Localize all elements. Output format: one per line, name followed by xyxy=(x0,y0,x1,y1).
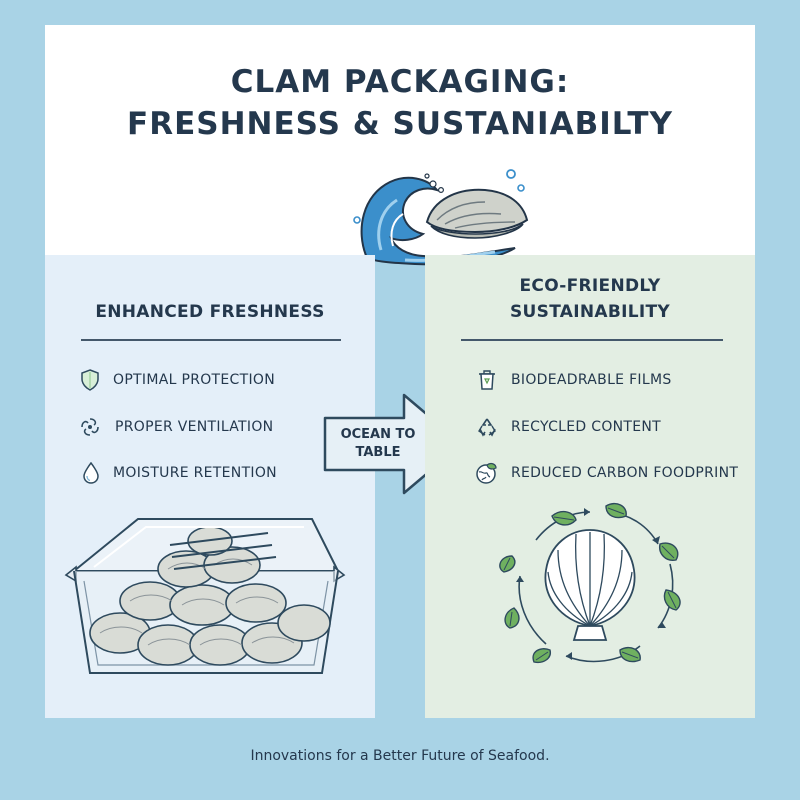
page-title: CLAM PACKAGING: FRESHNESS & SUSTANIABILT… xyxy=(45,61,755,145)
shell-leaf-cycle-illustration xyxy=(499,502,681,664)
freshness-divider xyxy=(81,339,341,341)
feature-label: MOISTURE RETENTION xyxy=(113,465,277,481)
clam-container-illustration xyxy=(64,518,346,674)
sustainability-divider xyxy=(461,339,723,341)
feature-label: OPTIMAL PROTECTION xyxy=(113,372,275,388)
feature-label: BIODEADRABLE FILMS xyxy=(511,372,672,388)
sustainability-title-line-2: SUSTAINABILITY xyxy=(510,302,670,322)
title-line-1: CLAM PACKAGING: xyxy=(230,64,570,100)
feature-moisture-retention: MOISTURE RETENTION xyxy=(83,458,277,488)
freshness-panel-title-text: ENHANCED FRESHNESS xyxy=(95,302,325,322)
title-line-2: FRESHNESS & SUSTANIABILTY xyxy=(127,106,673,142)
shield-icon xyxy=(81,369,99,391)
globe-leaf-icon xyxy=(476,462,497,484)
feature-label: RECYCLED CONTENT xyxy=(511,419,662,435)
arrow-label: OCEAN TO TABLE xyxy=(331,426,425,462)
feature-label: PROPER VENTILATION xyxy=(115,419,274,435)
arrow-label-line-2: TABLE xyxy=(355,445,401,460)
feature-optimal-protection: OPTIMAL PROTECTION xyxy=(81,365,275,395)
feature-label: REDUCED CARBON FOODPRINT xyxy=(511,465,739,481)
freshness-panel-title: ENHANCED FRESHNESS xyxy=(45,299,375,325)
water-drop-icon xyxy=(83,462,99,484)
sustainability-panel-title: ECO-FRIENDLY SUSTAINABILITY xyxy=(425,273,755,325)
feature-reduced-carbon: REDUCED CARBON FOODPRINT xyxy=(475,458,738,488)
header-panel: CLAM PACKAGING: FRESHNESS & SUSTANIABILT… xyxy=(45,25,755,266)
ventilation-swirl-icon xyxy=(81,418,99,436)
arrow-label-line-1: OCEAN TO xyxy=(340,427,416,442)
feature-biodegradable-films: BIODEADRABLE FILMS xyxy=(477,365,672,395)
feature-proper-ventilation: PROPER VENTILATION xyxy=(79,412,273,442)
footer-tagline: Innovations for a Better Future of Seafo… xyxy=(250,748,550,764)
recycle-icon xyxy=(478,418,496,437)
trash-bin-icon xyxy=(479,370,495,390)
sustainability-title-line-1: ECO-FRIENDLY xyxy=(519,276,661,296)
wave-and-clam-icon xyxy=(353,169,529,266)
feature-recycled-content: RECYCLED CONTENT xyxy=(477,412,661,442)
